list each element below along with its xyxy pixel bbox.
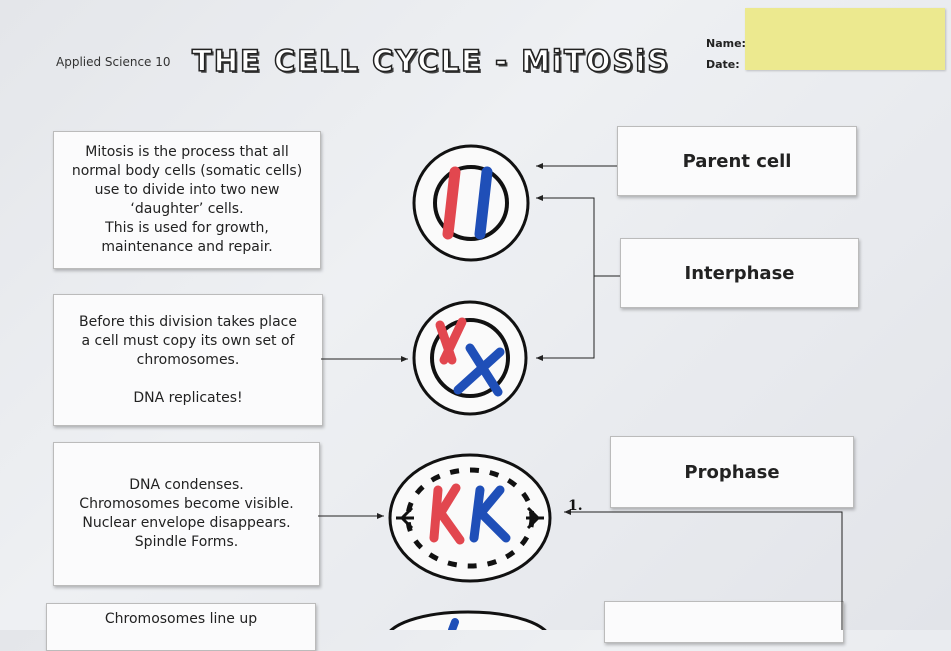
stage-card-parent-cell: Parent cell [617,126,857,196]
red-replicated-chromosome [435,317,467,365]
sticky-note [745,8,945,70]
parent-cell-drawing [412,144,530,262]
step-marker: 1. [568,498,583,514]
prophase-cell-drawing [388,453,552,583]
stage-card-prophase: Prophase [610,436,854,508]
red-chromosome [442,166,461,240]
blue-condensed-chromosome [469,485,511,543]
stage-card-interphase: Interphase [620,238,859,308]
worksheet: Applied Science 10 THE CELL CYCLE - MiTO… [46,8,945,651]
metaphase-chromosome [448,618,459,630]
description-card-interphase: Before this division takes place a cell … [53,294,323,426]
left-spindle-pole [396,506,414,530]
interphase-cell-drawing [412,300,528,416]
connector-lines [318,163,843,630]
description-card-prophase: DNA condenses. Chromosomes become visibl… [53,442,320,586]
blue-chromosome [474,166,493,240]
page-title: THE CELL CYCLE - MiTOSiS [191,43,671,79]
name-label: Name: [706,37,746,50]
course-label: Applied Science 10 [56,55,171,69]
date-label: Date: [706,58,740,71]
blue-replicated-chromosome [453,343,505,397]
red-condensed-chromosome [429,483,465,545]
mitosis-diagram: 1. [318,144,843,630]
metaphase-cell-drawing [389,610,547,630]
right-spindle-pole [526,506,544,530]
description-card-mitosis: Mitosis is the process that all normal b… [53,131,321,269]
